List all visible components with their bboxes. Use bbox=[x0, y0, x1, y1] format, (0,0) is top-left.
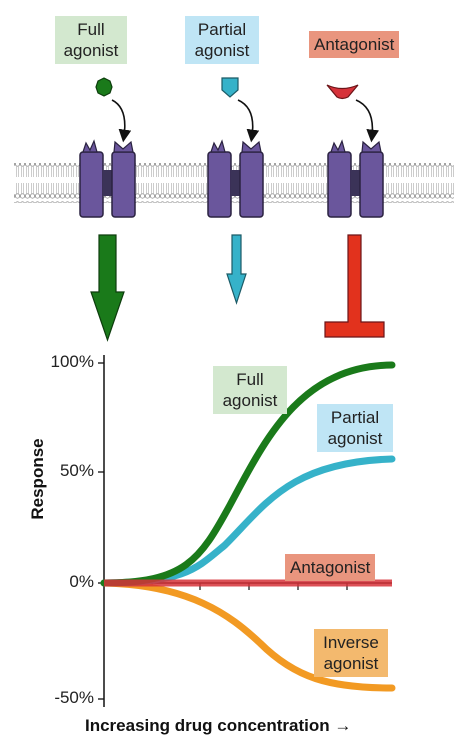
y-tick-label-100: 100% bbox=[50, 352, 94, 371]
shield-ligand-icon bbox=[221, 77, 239, 98]
label-inverse-agonist-curve: Inverse agonist bbox=[314, 629, 388, 677]
binding-arrow-antagonist bbox=[355, 99, 380, 143]
y-tick-label-50: 50% bbox=[59, 461, 94, 480]
receptor-full bbox=[79, 139, 136, 218]
octagon-ligand-icon bbox=[95, 77, 113, 97]
label-full-agonist-curve: Full agonist bbox=[213, 366, 287, 414]
y-axis-title: Response bbox=[28, 438, 47, 520]
inverse-agonist-curve bbox=[100, 579, 396, 692]
full-response-arrow bbox=[90, 234, 125, 342]
partial-response-arrow bbox=[226, 234, 247, 305]
label-antagonist-top: Antagonist bbox=[309, 31, 400, 58]
antagonist-block-icon bbox=[324, 234, 385, 338]
binding-arrow-partial bbox=[237, 99, 260, 143]
wedge-ligand-icon bbox=[326, 84, 359, 100]
label-partial-agonist-top: Partial agonist bbox=[185, 16, 259, 64]
y-tick-label-minus50: -50% bbox=[54, 688, 94, 707]
y-tick-label-0: 0% bbox=[69, 572, 94, 591]
x-axis-title: Increasing drug concentration → bbox=[85, 716, 352, 735]
label-antagonist-curve: Antagonist bbox=[285, 554, 376, 581]
full-agonist-curve bbox=[100, 361, 396, 587]
receptor-antagonist bbox=[327, 139, 384, 218]
label-partial-agonist-curve: Partial agonist bbox=[317, 404, 393, 452]
label-full-agonist-top: Full agonist bbox=[55, 16, 127, 64]
binding-arrow-full bbox=[111, 99, 132, 143]
receptor-partial bbox=[207, 139, 264, 218]
